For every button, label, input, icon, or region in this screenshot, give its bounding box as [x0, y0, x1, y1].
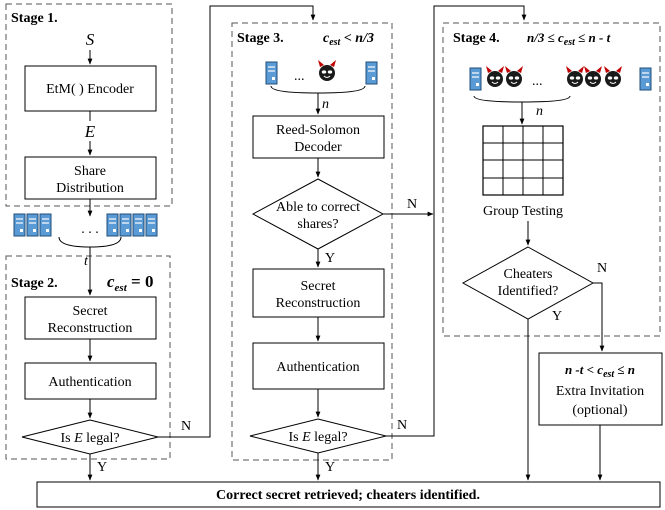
stage-3-no-label: N — [397, 418, 407, 433]
stage-3-authentication-box — [252, 342, 385, 390]
stage-4-servers-with-cheaters — [469, 65, 652, 91]
cheaters-no-label: N — [597, 261, 607, 276]
stage-4-container — [442, 22, 661, 337]
extra-invitation-label: Extra Invitation — [556, 384, 644, 399]
etm-encoder-box — [24, 65, 157, 112]
stage-2-container — [5, 255, 171, 460]
stage-3-condition: cest < n/3 — [323, 31, 374, 48]
secret-symbol-s: S — [86, 30, 95, 49]
encoded-symbol-e: E — [84, 122, 96, 141]
stage-3-container — [231, 22, 393, 461]
stage-3-n-label: n — [322, 97, 329, 112]
share-distribution-box — [24, 156, 157, 200]
server-dots: . . . — [81, 222, 99, 237]
extra-invitation-optional: (optional) — [572, 403, 628, 418]
etm-encoder-label: EtM( ) Encoder — [46, 82, 134, 97]
correct-shares-yes-label: Y — [325, 251, 335, 266]
stage-4-dots: ... — [532, 74, 543, 89]
stage-3-legal-label: Is E legal? — [288, 430, 347, 445]
stage-4-condition: n/3 ≤ cest ≤ n - t — [527, 30, 611, 48]
stage-3-servers-with-cheater — [265, 59, 378, 85]
stage-2-legal-label: Is E legal? — [60, 431, 119, 446]
stage-3-secret-reconstruction-box — [252, 268, 385, 318]
group-testing-matrix — [482, 125, 564, 196]
stage-1-title: Stage 1. — [11, 11, 58, 26]
stage-3-authentication-label: Authentication — [276, 360, 359, 375]
stage-2-authentication-label: Authentication — [48, 375, 131, 390]
stage-2-title: Stage 2. — [11, 276, 58, 291]
stage-3-dots: ... — [294, 69, 305, 84]
stage-4-n-label: n — [536, 104, 543, 119]
final-result-label: Correct secret retrieved; cheaters ident… — [216, 488, 480, 503]
reed-solomon-decoder-box — [252, 115, 385, 159]
extra-invitation-condition: n -t < cest ≤ n — [565, 362, 635, 380]
extra-invitation-box — [538, 352, 663, 426]
threshold-t: t — [84, 254, 89, 269]
correct-shares-no-label: N — [407, 197, 417, 212]
stage-3-yes-label: Y — [325, 460, 335, 475]
cheaters-yes-label: Y — [552, 309, 562, 324]
stage-2-condition: cest = 0 — [107, 272, 153, 294]
cheaters-identified-decision — [461, 246, 595, 320]
final-result-box — [36, 481, 661, 508]
stage-2-secret-reconstruction-box — [24, 296, 157, 340]
stage-3-title: Stage 3. — [237, 31, 284, 46]
stage-2-no-label: N — [181, 419, 191, 434]
stage-2-yes-label: Y — [97, 460, 107, 475]
group-testing-label: Group Testing — [483, 204, 563, 219]
stage-4-title: Stage 4. — [453, 31, 500, 46]
stage-1-container — [5, 3, 173, 207]
